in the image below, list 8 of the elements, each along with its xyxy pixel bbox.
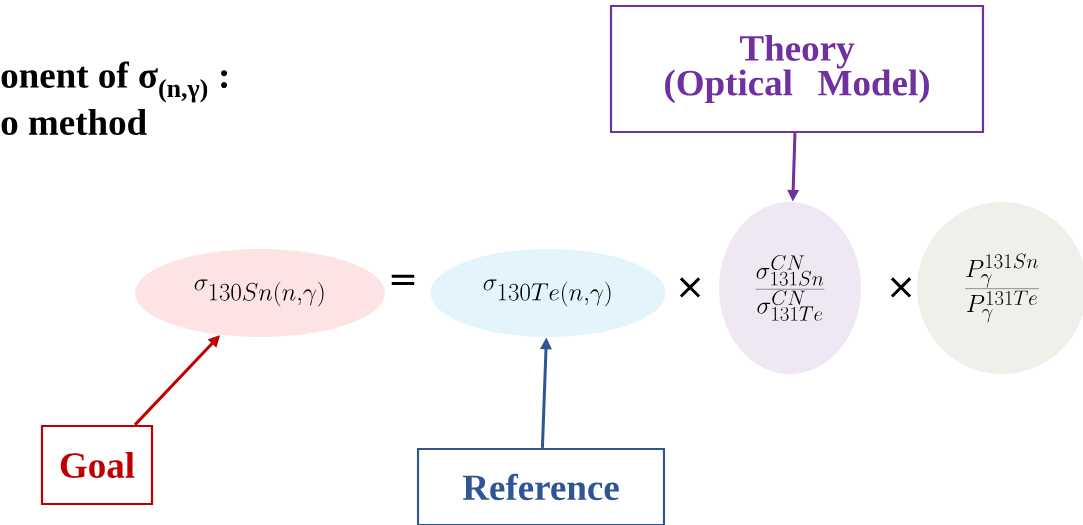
- label-box: Goal: [40, 424, 154, 506]
- operator-sign: ×: [890, 277, 912, 298]
- label-box: Reference: [416, 447, 666, 525]
- heading-text: onent of σ$_{(n,γ)}$ :: [1, 61, 228, 103]
- operator-sign: =: [391, 274, 415, 285]
- operator-sign: ×: [679, 277, 701, 298]
- heading-text: o method: [1, 109, 147, 135]
- label-box: Theory (Optical Model): [609, 4, 985, 134]
